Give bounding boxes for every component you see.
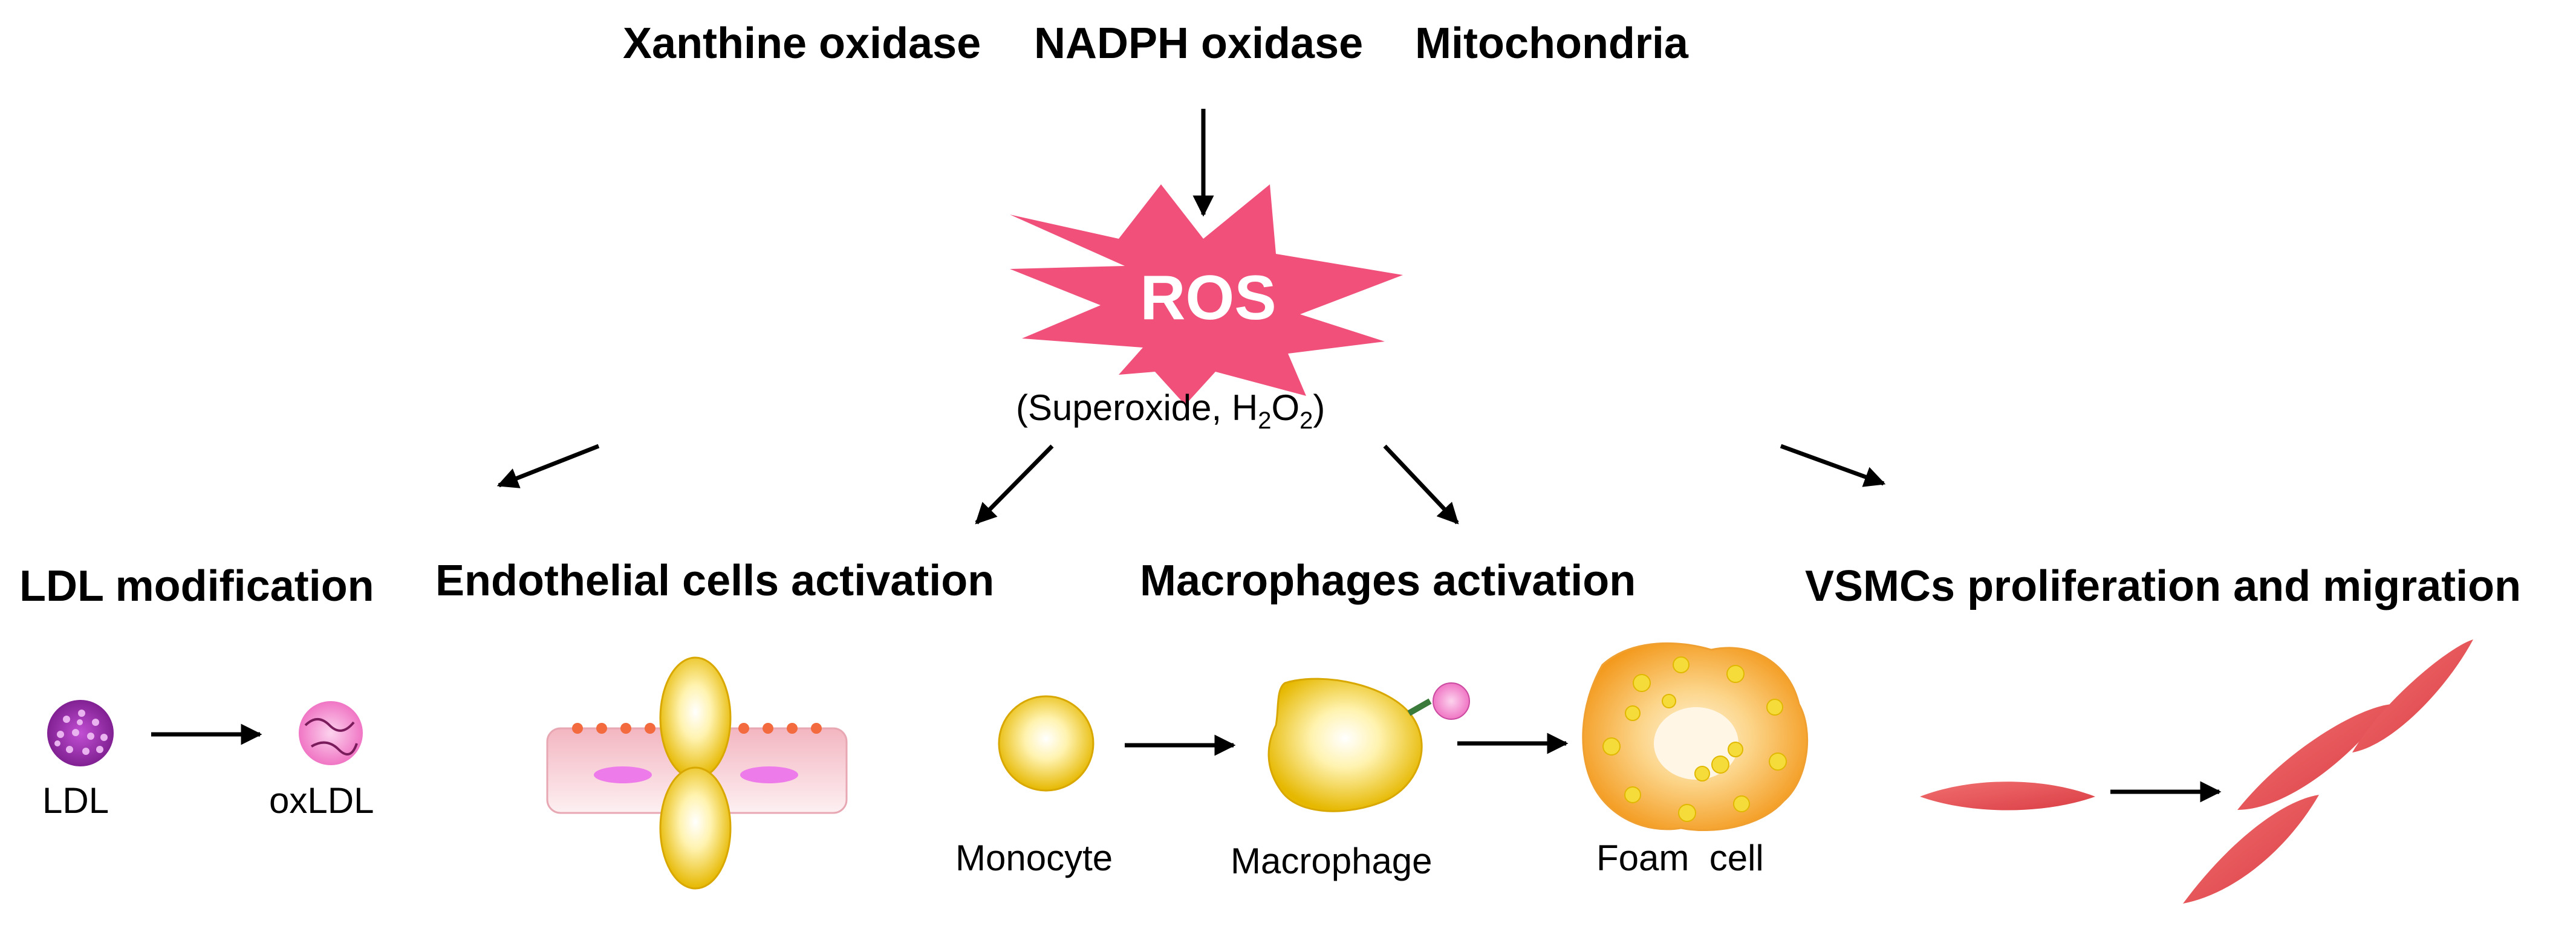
ros-label: ROS [1140, 263, 1276, 333]
source-nadph-oxidase: NADPH oxidase [1034, 19, 1363, 68]
heading-endothelial-activation: Endothelial cells activation [435, 557, 994, 605]
vsmc-single-cell [1920, 782, 2095, 811]
macrophage-receptor [1407, 698, 1432, 716]
macrophage-cell [1267, 678, 1423, 812]
oxldl-damage [304, 718, 358, 756]
heading-ldl-modification: LDL modification [19, 562, 374, 610]
label-ldl: LDL [42, 780, 109, 821]
bound-oxldl [1433, 682, 1470, 720]
arrow-to-macrophage [1383, 444, 1459, 525]
foam-lipid-droplets [1602, 656, 1787, 822]
label-macrophage: Macrophage [1231, 841, 1433, 881]
heading-macrophages-activation: Macrophages activation [1140, 557, 1636, 605]
ros-subtitle: (Superoxide, H2O2) [1016, 387, 1325, 434]
label-foam-cell: Foam cell [1596, 838, 1764, 878]
ldl-dots [54, 710, 108, 755]
arrow-to-endothelial [975, 444, 1054, 525]
oxldl-particle [299, 701, 363, 765]
endothelial-cells [546, 656, 848, 890]
label-monocyte: Monocyte [955, 838, 1113, 878]
heading-vsmc-proliferation: VSMCs proliferation and migration [1805, 562, 2521, 610]
monocyte-cell [998, 695, 1094, 792]
label-oxldl: oxLDL [269, 780, 374, 821]
ros-burst [1010, 184, 1403, 405]
arrow-to-ldl [496, 444, 600, 488]
source-mitochondria: Mitochondria [1415, 19, 1689, 68]
vsmc-proliferated-cells [2183, 639, 2473, 904]
arrow-to-vsmc [1780, 444, 1886, 487]
source-xanthine-oxidase: Xanthine oxidase [623, 19, 981, 68]
